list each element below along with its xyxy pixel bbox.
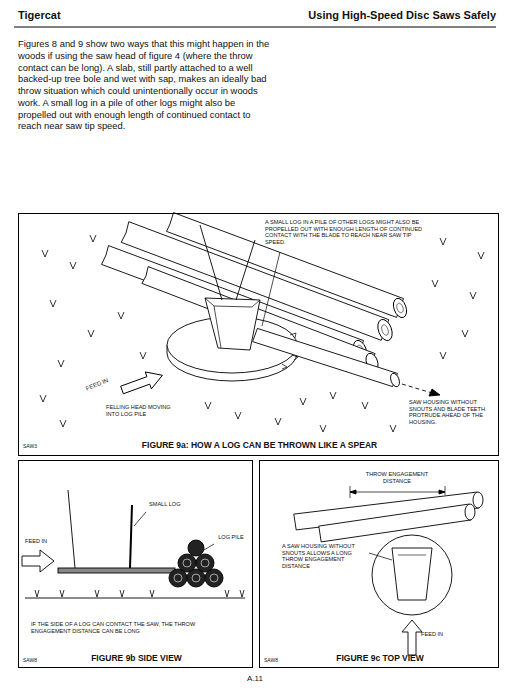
polygon-shape bbox=[350, 490, 356, 494]
polygon-shape bbox=[205, 298, 260, 350]
line-shape bbox=[350, 492, 445, 493]
figure-9c-art bbox=[294, 486, 483, 655]
circle-shape bbox=[188, 540, 204, 556]
callout-note: IF THE SIDE OF A LOG CAN CONTACT THE SAW… bbox=[31, 621, 236, 634]
figure-code: SAW3 bbox=[23, 443, 37, 449]
ellipse-shape bbox=[389, 372, 401, 388]
header-rule bbox=[14, 27, 496, 28]
path-shape bbox=[119, 367, 166, 399]
page-heading: Using High-Speed Disc Saws Safely bbox=[250, 9, 496, 22]
figure-caption: FIGURE 9c TOP VIEW bbox=[300, 653, 460, 663]
body-paragraph: Figures 8 and 9 show two ways that this … bbox=[18, 38, 276, 132]
page-number: A.11 bbox=[205, 674, 305, 684]
line-shape bbox=[236, 240, 255, 300]
line-shape bbox=[214, 306, 221, 348]
path-shape bbox=[174, 559, 218, 582]
ellipse-shape bbox=[391, 297, 409, 320]
polygon-shape bbox=[402, 620, 422, 655]
line-shape bbox=[25, 598, 245, 599]
figure-panel: THROW ENGAGEMENT DISTANCE A SAW HOUSING W… bbox=[259, 460, 499, 668]
line-shape bbox=[204, 544, 214, 550]
ellipse-shape bbox=[375, 317, 395, 342]
line-shape bbox=[130, 505, 132, 568]
line-shape bbox=[369, 553, 392, 560]
callout-note: SAW HOUSING WITHOUT SNOUTS AND BLADE TEE… bbox=[409, 399, 493, 426]
polygon-shape bbox=[429, 389, 440, 396]
circle-shape bbox=[196, 554, 214, 572]
figure-caption: FIGURE 9a: HOW A LOG CAN BE THROWN LIKE … bbox=[79, 440, 440, 450]
path-shape bbox=[35, 590, 244, 597]
figure-code: SAW8 bbox=[264, 657, 278, 663]
callout-note: FELLING HEAD MOVING INTO LOG PILE bbox=[106, 404, 182, 417]
figure-9b-art bbox=[22, 490, 245, 598]
polyline-shape bbox=[205, 298, 260, 307]
line-shape bbox=[445, 486, 446, 495]
figure-panel: SMALL LOG LOG PILE FEED IN IF THE SIDE OF A… bbox=[18, 460, 253, 668]
rect-shape bbox=[58, 568, 175, 573]
figure-caption: FIGURE 9b SIDE VIEW bbox=[49, 653, 224, 663]
path-shape bbox=[319, 504, 471, 542]
circle-shape bbox=[178, 554, 196, 572]
line-shape bbox=[200, 225, 222, 300]
polygon-shape bbox=[392, 548, 432, 600]
part-label: LOG PILE bbox=[216, 534, 246, 541]
line-shape bbox=[262, 252, 280, 326]
polygon-shape bbox=[439, 490, 445, 494]
ellipse-shape bbox=[380, 324, 389, 336]
brand-name: Tigercat bbox=[18, 9, 61, 22]
ellipse-shape bbox=[473, 492, 483, 508]
line-shape bbox=[68, 490, 75, 568]
dimension-label: THROW ENGAGEMENT DISTANCE bbox=[361, 471, 433, 484]
figure-panel: A SMALL LOG IN A PILE OF OTHER LOGS MIGH… bbox=[18, 213, 499, 456]
ellipse-shape bbox=[395, 302, 404, 313]
arrow-label: FEED IN bbox=[85, 377, 110, 393]
ellipse-shape bbox=[465, 504, 475, 520]
callout-note: A SMALL LOG IN A PILE OF OTHER LOGS MIGH… bbox=[264, 219, 434, 246]
callout-note: A SAW HOUSING WITHOUT SNOUTS ALLOWS A LO… bbox=[282, 543, 368, 570]
arrow-label: FEED IN bbox=[25, 538, 47, 545]
path-shape bbox=[253, 328, 398, 386]
figure-code: SAW8 bbox=[23, 657, 37, 663]
circle-shape bbox=[372, 535, 452, 615]
line-shape bbox=[134, 512, 146, 526]
part-label: SMALL LOG bbox=[149, 501, 181, 508]
arrow-label: FEED IN bbox=[421, 631, 443, 638]
polygon-shape bbox=[22, 550, 54, 572]
line-shape bbox=[398, 555, 426, 556]
path-shape bbox=[402, 384, 432, 393]
